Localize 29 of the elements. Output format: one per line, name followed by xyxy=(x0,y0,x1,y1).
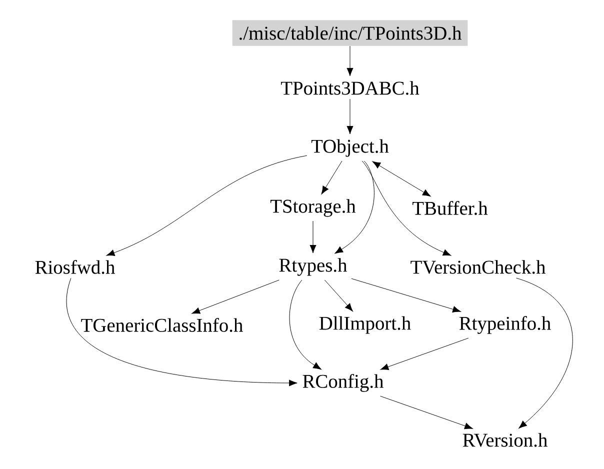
file-label: RConfig.h xyxy=(302,374,384,392)
arrow xyxy=(310,220,316,254)
file-label: TPoints3DABC.h xyxy=(281,81,420,95)
arrow xyxy=(324,280,353,312)
file-label: TBuffer.h xyxy=(412,201,488,215)
arrow xyxy=(289,280,322,370)
arrow xyxy=(192,280,280,314)
arrow xyxy=(516,278,573,429)
file-box: ./misc/table/inc/TPoints3D.h xyxy=(232,20,468,46)
arrow xyxy=(380,396,473,430)
arrow xyxy=(362,160,452,256)
file-label: Riosfwd.h xyxy=(35,260,115,274)
arrow xyxy=(346,46,354,76)
file-label: TObject.h xyxy=(311,139,389,157)
arrow xyxy=(321,160,342,194)
file-label: RVersion.h xyxy=(462,433,548,447)
file-label: TStorage.h xyxy=(270,199,356,217)
file-label: DllImport.h xyxy=(319,316,411,334)
arrow xyxy=(66,278,298,386)
file-label: Rtypeinfo.h xyxy=(459,316,551,334)
arrow xyxy=(380,338,469,370)
arrow xyxy=(372,161,431,197)
arrow xyxy=(346,98,354,134)
file-label: TGenericClassInfo.h xyxy=(81,318,243,332)
arrow xyxy=(334,160,374,254)
arrow xyxy=(351,278,461,312)
file-label: TVersionCheck.h xyxy=(410,260,546,274)
file-label: Rtypes.h xyxy=(279,258,348,276)
arrow xyxy=(106,155,308,256)
